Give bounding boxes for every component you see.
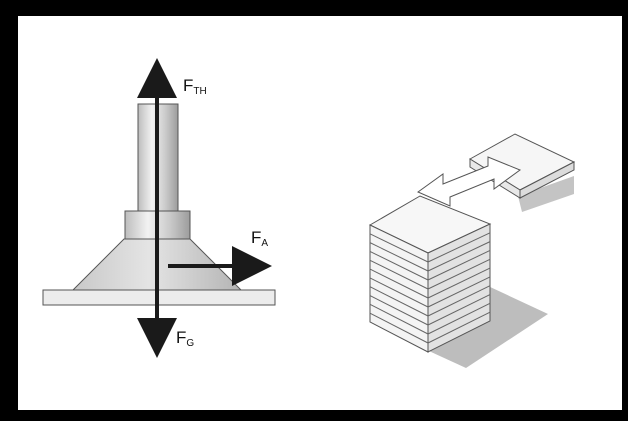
figure-svg xyxy=(42,58,576,368)
gravity-force-label: FG xyxy=(176,328,195,349)
floor-line xyxy=(427,276,491,308)
lateral-force-label: FA xyxy=(251,228,269,249)
building-scene xyxy=(368,133,576,368)
floor-line xyxy=(369,286,429,317)
floor-line xyxy=(427,302,491,335)
floor-line xyxy=(369,259,429,290)
floor-line xyxy=(369,295,429,326)
figure-panel: FTH FA FG xyxy=(18,16,622,410)
floor-line xyxy=(369,303,429,335)
floor-line xyxy=(427,258,491,290)
floor-line xyxy=(427,285,491,317)
floor-line xyxy=(427,267,491,299)
floor-line xyxy=(427,294,491,326)
floor-lines xyxy=(369,232,491,344)
floor-line xyxy=(427,241,491,272)
thrust-force-label: FTH xyxy=(183,76,207,97)
thrust-assembly xyxy=(42,58,276,358)
floor-line xyxy=(427,250,491,281)
floor-line xyxy=(427,311,491,344)
floor-line xyxy=(369,242,429,272)
exchange-arrow xyxy=(416,156,522,207)
floor-line xyxy=(369,251,429,281)
slab-shadow xyxy=(518,176,574,212)
floor-line xyxy=(427,232,491,263)
building-shadow xyxy=(418,286,548,368)
floor-line xyxy=(369,233,429,263)
floor-line xyxy=(369,268,429,299)
floor-line xyxy=(369,277,429,308)
floor-line xyxy=(369,312,429,344)
